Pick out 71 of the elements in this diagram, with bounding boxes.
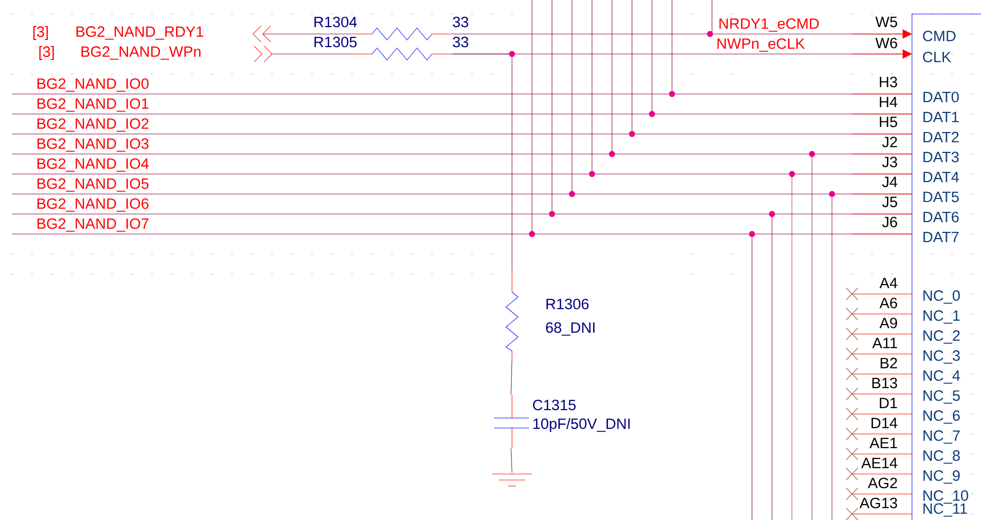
pin-number: J2 [882,136,897,148]
ground-symbol [492,474,532,486]
component-label: 33 [452,16,468,28]
net-label: BG2_NAND_IO1 [38,98,148,112]
pin-number: B2 [880,358,897,368]
net-label: NRDY1_eCMD [720,18,819,32]
pin-number: J5 [882,196,898,208]
pin-number: W6 [875,38,898,48]
pin-number: AG13 [860,498,898,508]
wire [262,26,352,42]
net-label: BG2_NAND_IO5 [38,178,149,192]
pin-number: A11 [872,338,897,348]
pin-name: NC_7 [924,430,960,444]
component-label: 10pF/50V_DNI [533,418,630,432]
pin-name: NC_4 [924,370,960,384]
net-label: BG2_NAND_IO4 [38,158,149,172]
component-label: R1306 [546,298,589,310]
pin-number: H5 [880,116,898,128]
pin-number: B13 [872,378,898,388]
pin-number: A9 [880,318,898,328]
net-label: BG2_NAND_RDY1 [76,26,204,40]
pin-name: NC_9 [924,470,960,484]
pin-name: DAT2 [924,132,959,142]
pin-number: H4 [880,96,898,108]
pin-name: NC_1 [924,310,960,324]
pin-name: NC_10 [924,490,968,504]
pin-name: NC_6 [924,410,960,424]
component-label: 33 [452,36,468,48]
net-label: BG2_NAND_IO6 [38,198,148,212]
wire [510,358,512,395]
pin-number: D14 [872,418,898,428]
pin-name: NC_8 [924,450,960,464]
component-label: R1305 [314,36,357,48]
wire [510,448,512,473]
pin-number: A4 [880,278,898,288]
pin-name: DAT1 [924,112,959,122]
net-label: BG2_NAND_IO0 [38,78,149,92]
net-label: NWPn_eCLK [718,38,805,52]
pin-name: DAT3 [924,152,959,162]
pin-name: NC_2 [924,330,960,344]
net-label: BG2_NAND_IO2 [38,118,148,132]
pin-name: DAT0 [924,92,959,102]
pin-number: AG2 [868,478,897,488]
pin-name: NC_5 [924,390,960,404]
net-label: BG2_NAND_IO7 [38,218,148,232]
pin-name: NC_11 [924,503,967,517]
pin-number: W5 [875,16,898,28]
pin-name: DAT7 [924,232,959,242]
component-label: C1315 [533,400,576,410]
pin-name: DAT5 [924,192,959,202]
pin-name: CMD [923,30,956,42]
net-label: BG2_NAND_IO3 [38,138,148,152]
pin-number: J4 [882,176,898,188]
pin-number: H3 [880,76,898,88]
pin-number: AE1 [870,438,897,448]
pin-number: A6 [880,298,898,308]
pin-name: NC_0 [924,290,960,304]
pin-name: DAT4 [924,172,959,182]
pin-number: J6 [882,216,898,228]
net-label: BG2_NAND_WPn [82,46,200,60]
pin-name: CLK [923,52,952,62]
sheet-reference: [3] [33,26,48,40]
pin-name: DAT6 [924,212,959,222]
sheet-reference: [3] [39,46,54,60]
pin-number: J3 [882,156,898,168]
pin-name: NC_3 [924,350,960,364]
component-label: R1304 [314,16,357,28]
pin-number: D1 [880,398,897,408]
component-label: 68_DNI [546,322,594,336]
pin-number: AE14 [861,458,898,468]
wire [452,54,512,272]
